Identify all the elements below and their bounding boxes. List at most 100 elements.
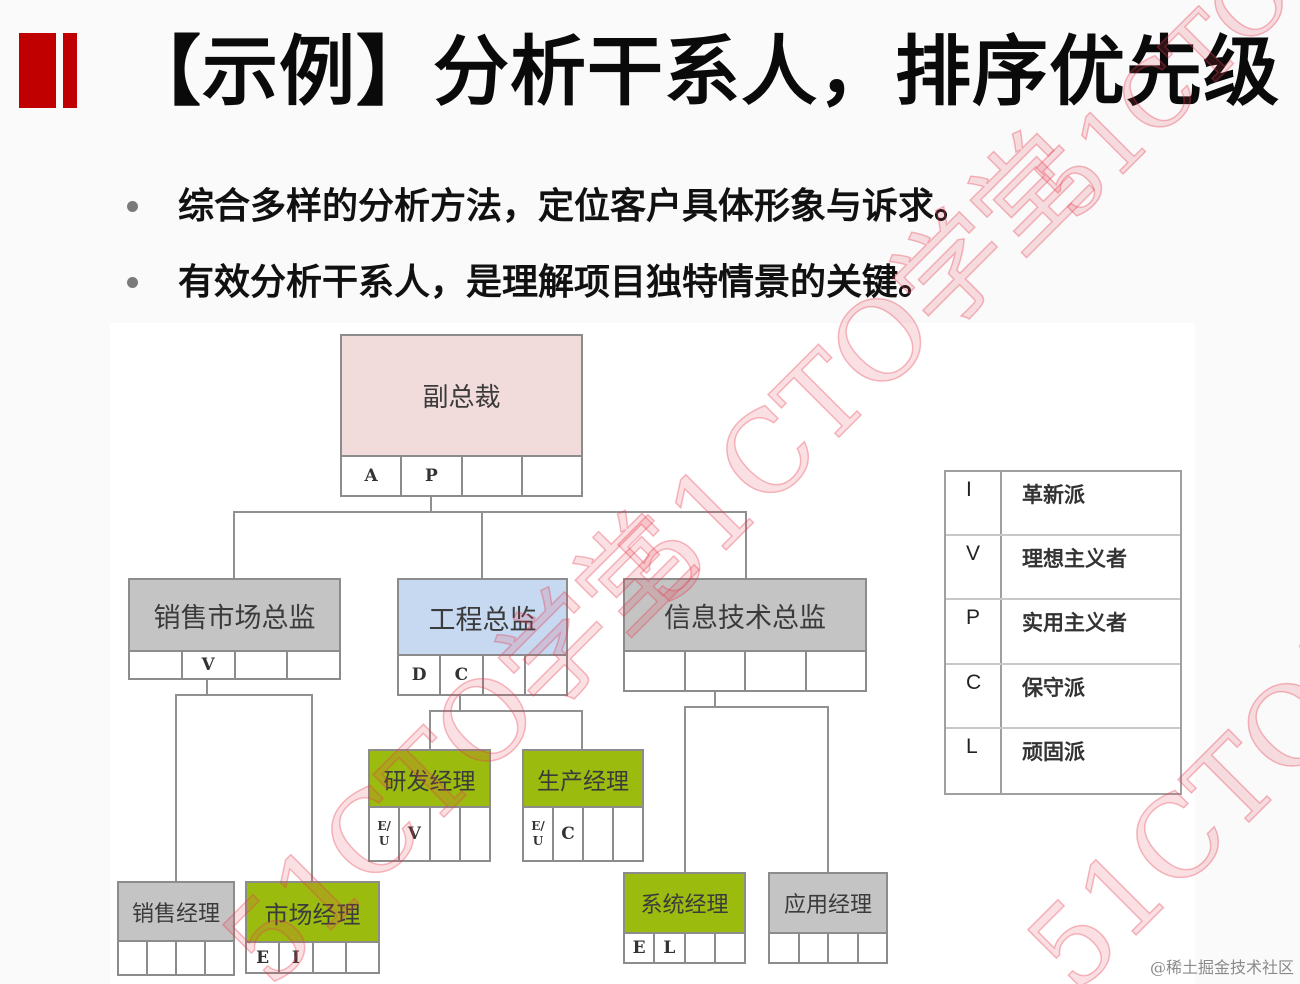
- title-accent-bar-thin: [63, 33, 77, 108]
- connector: [684, 706, 829, 708]
- connector: [233, 511, 747, 513]
- org-node-rd-manager: 研发经理 E/ U V: [368, 749, 491, 862]
- org-node-title: 工程总监: [399, 580, 566, 656]
- org-node-cell: [130, 652, 183, 678]
- legend-key: I: [946, 472, 1002, 535]
- connector: [481, 511, 483, 579]
- org-node-cell: [463, 457, 523, 495]
- org-node-it-director: 信息技术总监: [623, 578, 867, 692]
- bullet-dot-icon: [127, 200, 138, 212]
- connector: [581, 710, 583, 750]
- connector: [233, 511, 235, 579]
- source-credit: @稀土掘金技术社区: [1149, 958, 1294, 977]
- org-node-sales-manager: 销售经理: [117, 881, 235, 976]
- connector: [429, 710, 431, 750]
- org-node-cell: [523, 457, 581, 495]
- connector: [206, 679, 208, 695]
- org-node-title: 销售市场总监: [130, 580, 339, 652]
- org-node-title: 信息技术总监: [625, 580, 865, 652]
- org-node-cell: [859, 934, 887, 962]
- org-node-cell: C: [441, 656, 484, 694]
- org-node-cell: L: [655, 934, 686, 962]
- legend-row: V 理想主义者: [946, 536, 1180, 601]
- legend-key: L: [946, 728, 1002, 793]
- connector: [684, 706, 686, 872]
- bullet-item: 有效分析干系人，是理解项目独特情景的关键。: [120, 241, 970, 317]
- bullet-list: 综合多样的分析方法，定位客户具体形象与诉求。 有效分析干系人，是理解项目独特情景…: [120, 165, 970, 317]
- connector: [429, 710, 583, 712]
- org-node-title: 系统经理: [625, 874, 744, 934]
- org-node-cell: [288, 652, 339, 678]
- org-node-cell: [526, 656, 566, 694]
- org-node-title: 研发经理: [370, 751, 489, 808]
- legend-row: C 保守派: [946, 664, 1180, 729]
- org-node-cell: E/ U: [370, 808, 401, 860]
- connector: [311, 694, 313, 882]
- connector: [175, 694, 313, 696]
- org-node-cell: [177, 942, 206, 974]
- connector: [745, 511, 747, 579]
- legend-key: C: [946, 664, 1002, 727]
- connector: [714, 691, 716, 707]
- org-node-cell: [236, 652, 289, 678]
- legend-key: V: [946, 536, 1002, 599]
- org-node-cell: [686, 934, 716, 962]
- org-node-cell: [206, 942, 233, 974]
- bullet-item: 综合多样的分析方法，定位客户具体形象与诉求。: [120, 165, 970, 241]
- legend-row: L 顽固派: [946, 728, 1180, 793]
- org-node-application-manager: 应用经理: [768, 872, 888, 964]
- legend-row: P 实用主义者: [946, 600, 1180, 665]
- org-node-engineering-director: 工程总监 D C: [397, 578, 568, 696]
- org-node-marketing-manager: 市场经理 E I: [245, 881, 380, 974]
- org-node-cell: [431, 808, 461, 860]
- org-node-title: 副总裁: [342, 336, 581, 457]
- bullet-dot-icon: [127, 276, 138, 288]
- legend-key: P: [946, 600, 1002, 663]
- legend-value: 顽固派: [1022, 738, 1085, 764]
- org-node-cell: [148, 942, 177, 974]
- legend-row: I 革新派: [946, 472, 1180, 537]
- connector: [430, 496, 432, 512]
- org-node-cell: [347, 943, 378, 972]
- org-node-cell: [800, 934, 829, 962]
- org-node-cell: [807, 652, 866, 690]
- org-node-vp: 副总裁 A P: [340, 334, 583, 497]
- org-node-cell: [484, 656, 526, 694]
- connector: [175, 694, 177, 882]
- legend-value: 保守派: [1022, 674, 1085, 700]
- connector: [827, 706, 829, 872]
- org-node-systems-manager: 系统经理 E L: [623, 872, 746, 964]
- stakeholder-type-legend: I 革新派 V 理想主义者 P 实用主义者 C 保守派 L 顽固派: [944, 470, 1182, 795]
- org-node-cell: C: [554, 808, 584, 860]
- org-node-cell: E/ U: [524, 808, 554, 860]
- org-node-cell: [314, 943, 347, 972]
- org-node-cell: [770, 934, 800, 962]
- org-node-sales-marketing-director: 销售市场总监 V: [128, 578, 341, 680]
- org-node-cell: A: [342, 457, 403, 495]
- org-node-cell: D: [399, 656, 442, 694]
- org-node-cell: [829, 934, 859, 962]
- org-node-cell: E: [247, 943, 281, 972]
- org-node-cell: [119, 942, 148, 974]
- org-node-title: 销售经理: [119, 883, 233, 942]
- legend-value: 实用主义者: [1022, 610, 1127, 636]
- legend-value: 革新派: [1022, 482, 1085, 507]
- org-node-cell: [625, 652, 686, 690]
- org-node-title: 市场经理: [247, 883, 378, 943]
- org-node-cell: [614, 808, 642, 860]
- org-node-title: 应用经理: [770, 874, 886, 934]
- org-node-cell: I: [280, 943, 314, 972]
- title-accent-bar: [19, 33, 56, 108]
- org-node-cell: [686, 652, 746, 690]
- org-node-title: 生产经理: [524, 751, 642, 808]
- org-node-cell: [746, 652, 807, 690]
- bullet-text: 综合多样的分析方法，定位客户具体形象与诉求。: [178, 186, 971, 227]
- org-node-cell: V: [400, 808, 431, 860]
- org-node-production-manager: 生产经理 E/ U C: [522, 749, 644, 862]
- connector: [459, 695, 461, 711]
- org-node-cell: P: [402, 457, 463, 495]
- org-node-cell: E: [625, 934, 656, 962]
- legend-value: 理想主义者: [1022, 546, 1127, 572]
- org-node-cell: V: [183, 652, 236, 678]
- slide-title: 【示例】分析干系人，排序优先级: [125, 27, 1280, 116]
